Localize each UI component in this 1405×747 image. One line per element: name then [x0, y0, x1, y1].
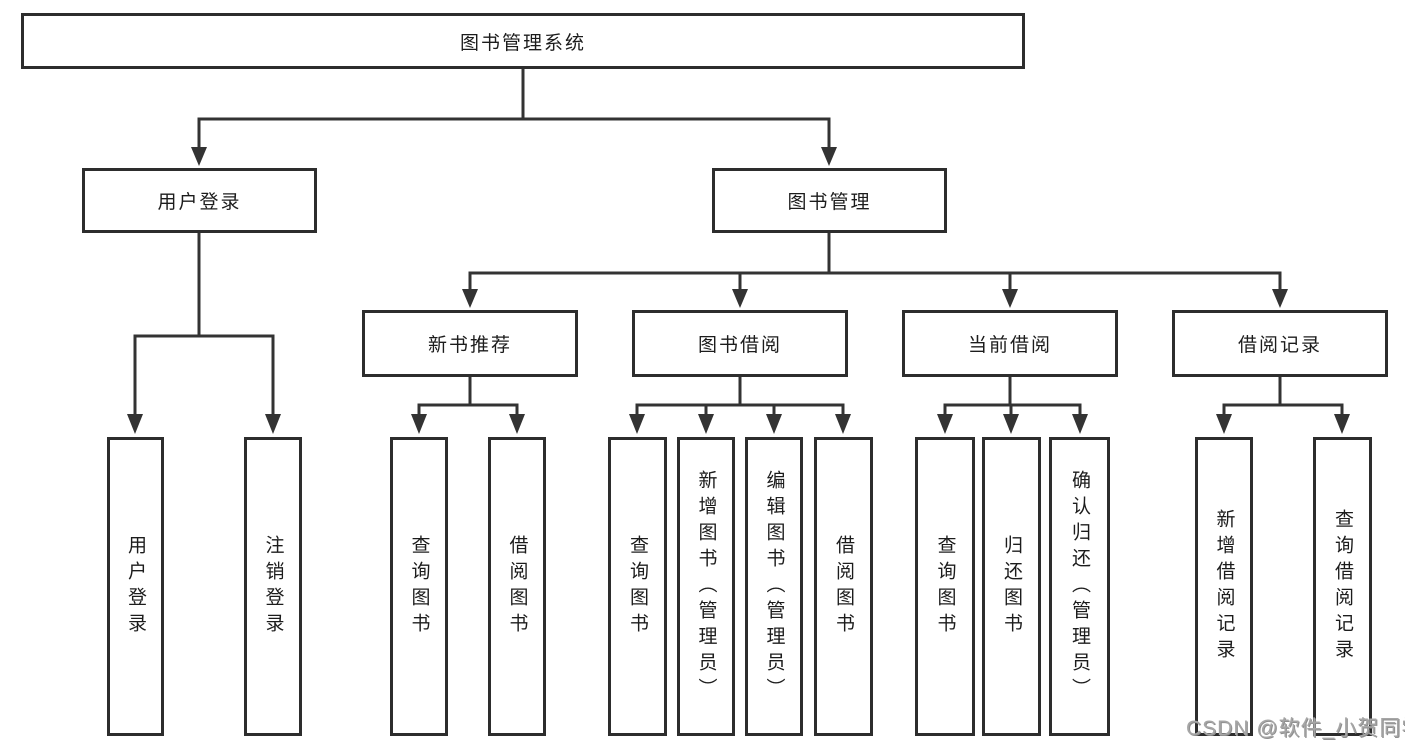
node-borrow-records: 借阅记录	[1172, 310, 1388, 377]
node-leaf-query-books: 查询图书	[608, 437, 667, 736]
node-new-book-recommend: 新书推荐	[362, 310, 578, 377]
node-leaf-add-borrow-record: 新增借阅记录	[1195, 437, 1253, 736]
node-leaf-logout: 注销登录	[244, 437, 302, 736]
node-leaf-borrow-books: 借阅图书	[488, 437, 546, 736]
node-root-library-system: 图书管理系统	[21, 13, 1025, 69]
node-leaf-query-borrow-record: 查询借阅记录	[1313, 437, 1372, 736]
edge-user-login-to-leaves	[127, 233, 281, 434]
csdn-watermark: CSDN @软件_小贺同学	[1186, 717, 1405, 740]
edge-borrow-records-to-leaves	[1216, 377, 1350, 434]
edge-new-book-recommend-to-leaves	[411, 377, 525, 434]
node-leaf-confirm-return-admin: 确认归还（管理员）	[1049, 437, 1110, 736]
node-leaf-return-books: 归还图书	[982, 437, 1041, 736]
edge-root-to-branches	[191, 69, 837, 166]
edge-current-borrow-to-leaves	[937, 377, 1088, 434]
node-leaf-user-login: 用户登录	[107, 437, 164, 736]
node-leaf-query-books: 查询图书	[390, 437, 448, 736]
node-leaf-add-book-admin: 新增图书（管理员）	[677, 437, 735, 736]
node-current-borrow: 当前借阅	[902, 310, 1118, 377]
edge-book-management-to-modules	[462, 233, 1288, 308]
node-book-management: 图书管理	[712, 168, 947, 233]
node-leaf-edit-book-admin: 编辑图书（管理员）	[745, 437, 803, 736]
node-user-login: 用户登录	[82, 168, 317, 233]
node-book-borrow: 图书借阅	[632, 310, 848, 377]
node-leaf-borrow-books: 借阅图书	[814, 437, 873, 736]
edge-book-borrow-to-leaves	[629, 377, 851, 434]
node-leaf-query-books: 查询图书	[915, 437, 975, 736]
